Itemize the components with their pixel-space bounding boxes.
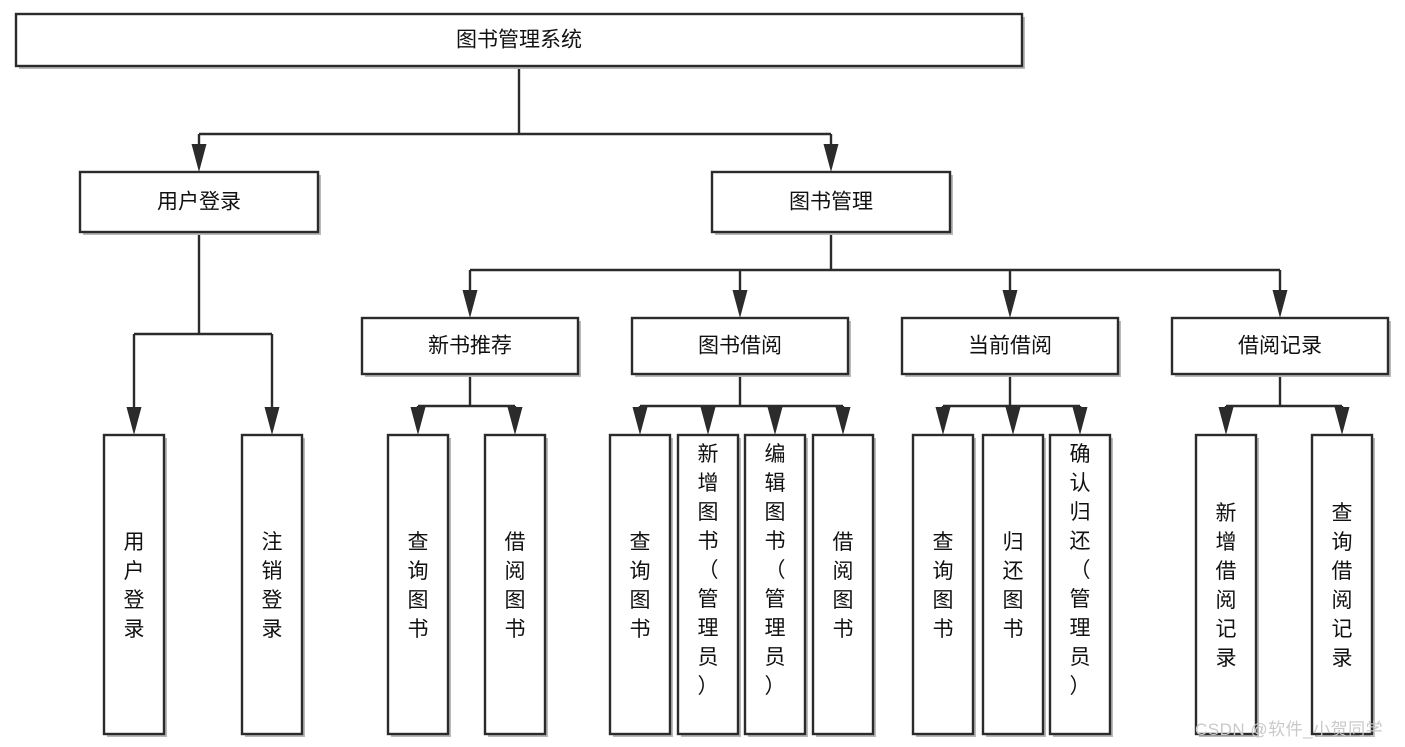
node-book-borrow-box[interactable] xyxy=(630,316,850,376)
node-leaf-user-logout[interactable]: 注销登录 xyxy=(240,433,305,737)
arrow-head-icon xyxy=(264,407,280,435)
node-leaf-query-book-borrow-label: 查询图书 xyxy=(630,531,651,641)
node-leaf-query-book-borrow-box[interactable] xyxy=(608,433,672,736)
node-leaf-borrow-book-recommend[interactable]: 借阅图书 xyxy=(483,433,548,737)
node-layer: 图书管理系统用户登录图书管理新书推荐图书借阅当前借阅借阅记录用户登录注销登录查询… xyxy=(14,12,1391,737)
node-borrow-record[interactable]: 借阅记录 xyxy=(1170,316,1391,377)
node-leaf-borrow-book-box[interactable] xyxy=(811,433,875,736)
node-root-root-label: 图书管理系统 xyxy=(456,29,582,52)
node-leaf-query-borrow-record[interactable]: 查询借阅记录 xyxy=(1310,433,1375,737)
node-leaf-query-borrow-record-box[interactable] xyxy=(1310,433,1374,736)
node-leaf-add-book-admin-label: 新增图书（管理员） xyxy=(698,443,719,698)
node-book-borrow[interactable]: 图书借阅 xyxy=(630,316,851,377)
node-leaf-query-book-recommend-label: 查询图书 xyxy=(408,531,429,641)
node-leaf-return-book-label: 归还图书 xyxy=(1003,531,1024,641)
node-leaf-query-book-current-box[interactable] xyxy=(911,433,975,736)
node-current-borrow-label: 当前借阅 xyxy=(968,335,1052,358)
node-leaf-borrow-book-label: 借阅图书 xyxy=(833,531,854,641)
node-leaf-borrow-book[interactable]: 借阅图书 xyxy=(811,433,876,737)
node-root-root-box[interactable] xyxy=(14,12,1024,68)
node-leaf-edit-book-admin-box[interactable] xyxy=(743,433,807,736)
arrow-head-icon xyxy=(1272,290,1288,318)
node-leaf-add-borrow-record[interactable]: 新增借阅记录 xyxy=(1194,433,1259,737)
arrow-head-icon xyxy=(507,407,523,435)
arrow-head-icon xyxy=(1072,407,1088,435)
node-leaf-return-book[interactable]: 归还图书 xyxy=(981,433,1046,737)
arrow-head-icon xyxy=(935,407,951,435)
node-leaf-user-login[interactable]: 用户登录 xyxy=(102,433,167,737)
node-root-root[interactable]: 图书管理系统 xyxy=(14,12,1025,69)
node-book-management-label: 图书管理 xyxy=(789,191,873,214)
node-leaf-add-book-admin[interactable]: 新增图书（管理员） xyxy=(676,433,741,737)
node-leaf-user-logout-box[interactable] xyxy=(240,433,304,736)
node-user-login-label: 用户登录 xyxy=(157,191,241,214)
arrow-head-icon xyxy=(191,144,207,172)
node-leaf-query-book-borrow[interactable]: 查询图书 xyxy=(608,433,673,737)
node-leaf-confirm-return-admin[interactable]: 确认归还（管理员） xyxy=(1048,433,1113,737)
node-leaf-user-login-box[interactable] xyxy=(102,433,166,736)
node-leaf-query-book-recommend[interactable]: 查询图书 xyxy=(386,433,451,737)
node-leaf-borrow-book-recommend-box[interactable] xyxy=(483,433,547,736)
arrow-head-icon xyxy=(1002,290,1018,318)
arrow-head-icon xyxy=(1334,407,1350,435)
arrow-head-icon xyxy=(410,407,426,435)
node-leaf-add-borrow-record-label: 新增借阅记录 xyxy=(1216,502,1237,670)
node-leaf-confirm-return-admin-label: 确认归还（管理员） xyxy=(1070,443,1091,698)
node-leaf-query-book-current[interactable]: 查询图书 xyxy=(911,433,976,737)
node-new-book-recommend-box[interactable] xyxy=(360,316,580,376)
node-borrow-record-box[interactable] xyxy=(1170,316,1390,376)
node-leaf-edit-book-admin[interactable]: 编辑图书（管理员） xyxy=(743,433,808,737)
node-book-borrow-label: 图书借阅 xyxy=(698,335,782,358)
node-new-book-recommend-label: 新书推荐 xyxy=(428,335,512,358)
arrow-head-icon xyxy=(823,144,839,172)
node-leaf-query-borrow-record-label: 查询借阅记录 xyxy=(1332,502,1353,670)
node-leaf-borrow-book-recommend-label: 借阅图书 xyxy=(505,531,526,641)
arrow-head-icon xyxy=(1005,407,1021,435)
connector-layer xyxy=(126,66,1350,435)
arrow-head-icon xyxy=(767,407,783,435)
node-new-book-recommend[interactable]: 新书推荐 xyxy=(360,316,581,377)
node-book-management[interactable]: 图书管理 xyxy=(710,170,953,235)
node-leaf-query-book-recommend-box[interactable] xyxy=(386,433,450,736)
node-leaf-query-book-current-label: 查询图书 xyxy=(933,531,954,641)
node-current-borrow-box[interactable] xyxy=(900,316,1120,376)
node-borrow-record-label: 借阅记录 xyxy=(1238,335,1322,358)
node-leaf-user-logout-label: 注销登录 xyxy=(262,531,283,641)
node-user-login[interactable]: 用户登录 xyxy=(78,170,321,235)
node-current-borrow[interactable]: 当前借阅 xyxy=(900,316,1121,377)
arrow-head-icon xyxy=(126,407,142,435)
node-leaf-confirm-return-admin-box[interactable] xyxy=(1048,433,1112,736)
node-leaf-user-login-label: 用户登录 xyxy=(124,531,145,641)
node-leaf-edit-book-admin-label: 编辑图书（管理员） xyxy=(765,443,786,698)
arrow-head-icon xyxy=(462,290,478,318)
node-leaf-add-borrow-record-box[interactable] xyxy=(1194,433,1258,736)
node-leaf-add-book-admin-box[interactable] xyxy=(676,433,740,736)
arrow-head-icon xyxy=(632,407,648,435)
node-book-management-box[interactable] xyxy=(710,170,952,234)
node-user-login-box[interactable] xyxy=(78,170,320,234)
arrow-head-icon xyxy=(700,407,716,435)
arrow-head-icon xyxy=(732,290,748,318)
arrow-head-icon xyxy=(1218,407,1234,435)
arrow-head-icon xyxy=(835,407,851,435)
node-leaf-return-book-box[interactable] xyxy=(981,433,1045,736)
